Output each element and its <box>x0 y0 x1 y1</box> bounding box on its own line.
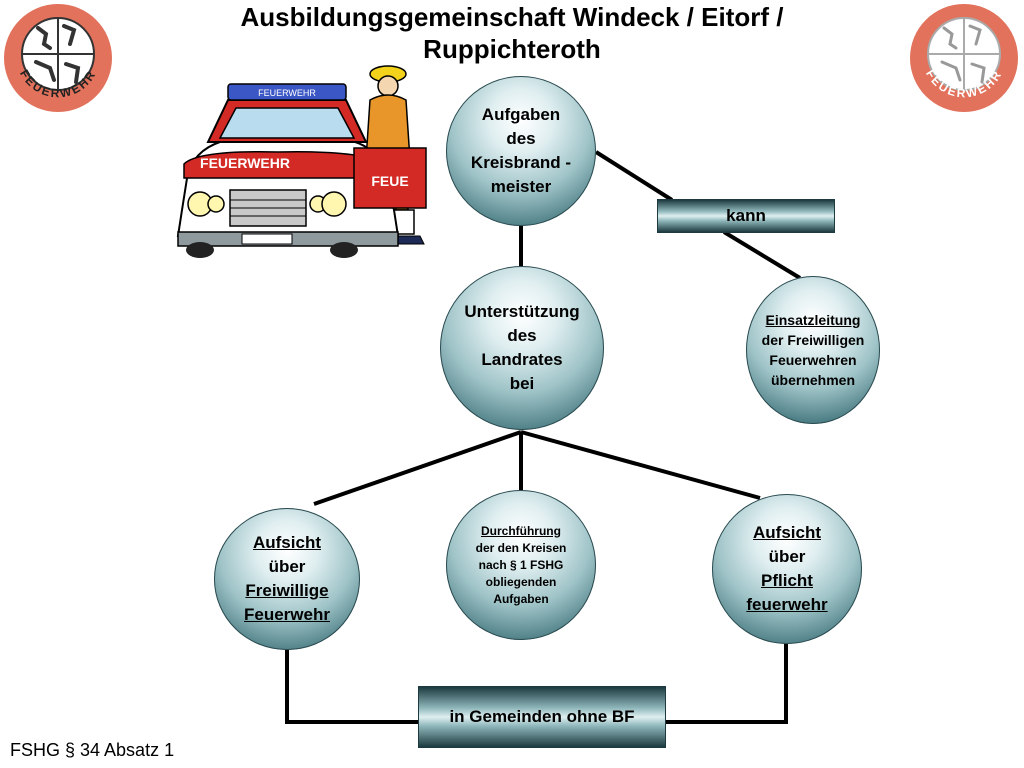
node-center-line-4: obliegenden <box>485 574 557 589</box>
node-center-line-1: Durchführung <box>480 523 561 538</box>
link-right-bar <box>666 642 788 724</box>
car-sign-text: FEUERWEHR <box>258 88 316 98</box>
title-line-1: Ausbildungsgemeinschaft Windeck / Eitorf… <box>240 2 784 32</box>
label-kann-text: kann <box>726 206 766 225</box>
car-hood-text: FEUERWEHR <box>200 155 290 171</box>
page-title: Ausbildungsgemeinschaft Windeck / Eitorf… <box>150 0 874 66</box>
node-right-line-1: Aufsicht <box>753 523 821 542</box>
node-top-line-4: meister <box>490 177 552 196</box>
node-einsatz-line-4: übernehmen <box>770 372 855 388</box>
node-left-line-4: Feuerwehr <box>244 605 330 624</box>
node-top-line-1: Aufgaben <box>481 105 561 124</box>
feuerwehr-logo-left: FEUERWEHR <box>4 4 112 112</box>
node-left-line-1: Aufsicht <box>252 533 321 552</box>
node-top-line-2: des <box>506 129 536 148</box>
node-left-line-2: über <box>268 557 306 576</box>
footer-citation: FSHG § 34 Absatz 1 <box>10 740 175 760</box>
node-left-line-3: Freiwillige <box>245 581 329 600</box>
node-middle-line-2: des <box>507 326 537 345</box>
node-einsatzleitung: Einsatzleitung der Freiwilligen Feuerweh… <box>746 276 880 424</box>
node-right-line-4: feuerwehr <box>746 595 828 614</box>
node-center-line-5: Aufgaben <box>493 591 549 606</box>
node-aufgaben-kreisbrandmeister: Aufgaben des Kreisbrand - meister <box>446 76 596 226</box>
node-center-line-2: der den Kreisen <box>475 540 567 555</box>
node-right-line-2: über <box>768 547 806 566</box>
link-left-bar <box>285 648 418 724</box>
link-middle-right <box>520 430 761 500</box>
title-line-2: Ruppichteroth <box>423 34 601 64</box>
feuerwehr-logo-right: FEUERWEHR <box>910 4 1018 112</box>
node-middle-line-3: Landrates <box>481 350 563 369</box>
node-right-line-3: Pflicht <box>761 571 813 590</box>
car-door-text: FEUE <box>371 173 408 189</box>
label-gemeinden-ohne-bf: in Gemeinden ohne BF <box>418 686 666 748</box>
link-top-kann <box>594 150 674 202</box>
label-kann: kann <box>657 199 835 233</box>
node-einsatz-line-3: Feuerwehren <box>769 352 857 368</box>
node-durchfuehrung: Durchführung der den Kreisen nach § 1 FS… <box>446 490 596 640</box>
label-gemeinden-text: in Gemeinden ohne BF <box>449 707 635 726</box>
link-kann-einsatz <box>722 230 802 280</box>
link-middle-left <box>313 430 522 506</box>
node-middle-line-1: Unterstützung <box>464 302 580 321</box>
node-unterstuetzung-landrat: Unterstützung des Landrates bei <box>440 266 604 430</box>
node-aufsicht-pflichtfeuerwehr: Aufsicht über Pflicht feuerwehr <box>712 494 862 644</box>
fire-car-illustration: FEUERWEHR FEUERWEHR FEUE <box>176 65 427 258</box>
node-middle-line-4: bei <box>509 374 535 393</box>
node-top-line-3: Kreisbrand - <box>470 153 572 172</box>
node-center-line-3: nach § 1 FSHG <box>478 557 564 572</box>
node-einsatz-line-2: der Freiwilligen <box>761 332 865 348</box>
node-einsatz-line-1: Einsatzleitung <box>765 312 861 328</box>
node-aufsicht-freiwillige: Aufsicht über Freiwillige Feuerwehr <box>214 508 360 650</box>
